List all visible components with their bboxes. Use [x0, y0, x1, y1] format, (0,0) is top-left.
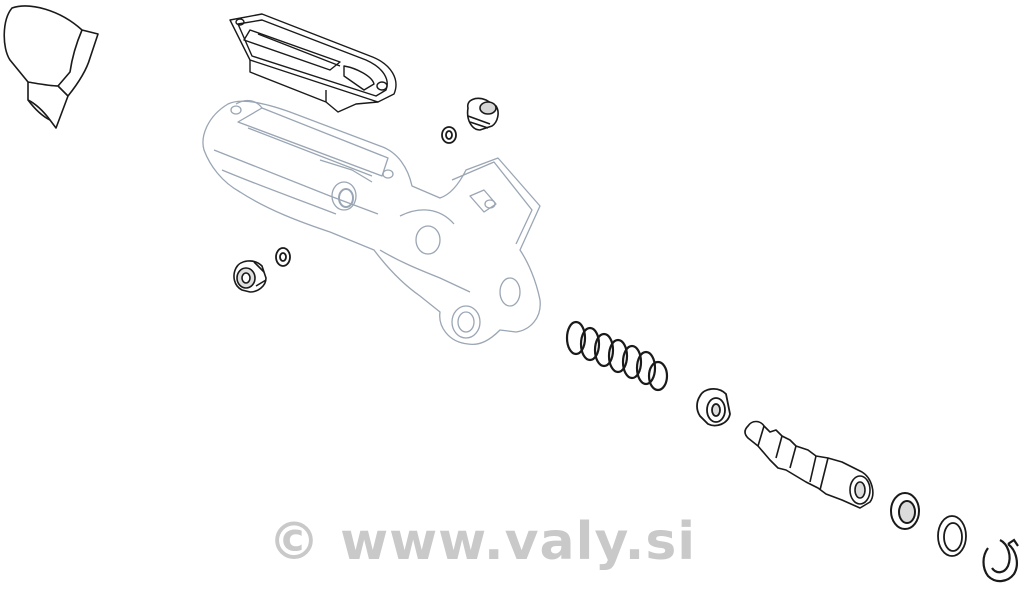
lever-clamp-bracket [3, 5, 99, 129]
primary-seal [890, 492, 920, 530]
washer [937, 515, 967, 557]
o-ring-top [441, 126, 457, 144]
reservoir-cap-diaphragm [229, 13, 397, 113]
copyright-watermark: © www.valy.si [268, 512, 697, 572]
master-cylinder-body [202, 99, 541, 346]
bleed-screw-left [233, 260, 267, 293]
piston-seal-cup [696, 388, 731, 427]
o-ring-left [275, 247, 291, 267]
return-spring [565, 320, 669, 392]
retaining-circlip [982, 538, 1019, 583]
piston-assembly [744, 420, 874, 509]
bleed-screw-top [466, 97, 499, 131]
